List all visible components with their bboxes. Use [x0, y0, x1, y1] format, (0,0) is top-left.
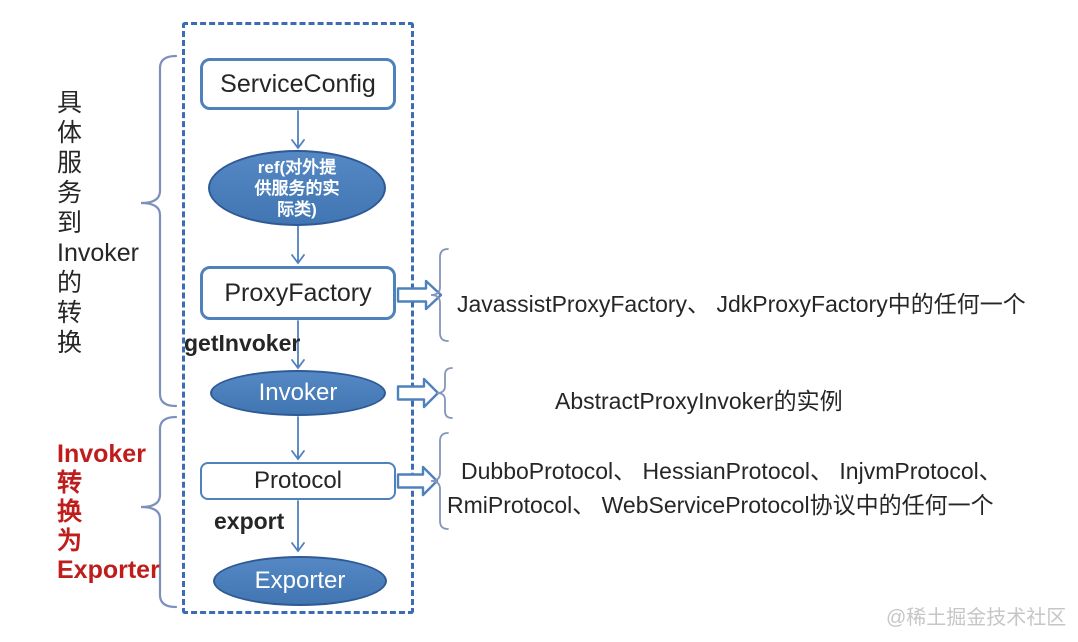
node-label-line: 际类): [277, 199, 317, 219]
node-serviceconfig: ServiceConfig: [200, 58, 396, 110]
section-label-invoker-to-exporter: Invoker 转 换 为 Exporter: [57, 440, 160, 585]
label-line: 具: [57, 89, 83, 117]
node-label-line: 供服务的实: [254, 178, 340, 198]
label-line: 换: [57, 498, 83, 526]
annotation-text: AbstractProxyInvoker的实例: [555, 388, 843, 414]
annotation-invoker: AbstractProxyInvoker的实例: [555, 382, 843, 416]
node-label: Invoker: [258, 379, 338, 406]
label-line: 转: [57, 299, 83, 327]
label-line: 为: [57, 527, 83, 555]
arrow-invoker-to-protocol: [291, 416, 305, 461]
node-exporter: Exporter: [213, 556, 387, 606]
flow-dashed-container: [182, 22, 414, 614]
annotation-protocol-line1: DubboProtocol、 HessianProtocol、 InjvmPro…: [461, 452, 1002, 486]
node-proxyfactory: ProxyFactory: [200, 266, 396, 320]
edge-label-text: export: [214, 508, 285, 534]
node-protocol: Protocol: [200, 462, 396, 500]
arrow-protocol-to-exporter: [291, 500, 305, 553]
brace-annotation-proxyfactory: [430, 248, 449, 342]
arrow-proxyfactory-to-invoker: [291, 320, 305, 370]
label-line: 体: [57, 119, 83, 147]
label-line: Invoker: [57, 440, 146, 468]
label-line: 到: [57, 209, 83, 237]
node-invoker: Invoker: [210, 370, 386, 416]
brace-annotation-invoker: [436, 367, 453, 419]
arrow-serviceconfig-to-ref: [291, 110, 305, 150]
watermark-text: @稀土掘金技术社区: [886, 607, 1067, 629]
annotation-text: RmiProtocol、 WebServiceProtocol协议中的任何一个: [447, 492, 994, 518]
label-line: Exporter: [57, 556, 160, 584]
block-arrow-protocol-icon: [396, 465, 439, 497]
label-line: Invoker: [57, 239, 139, 267]
section-label-service-to-invoker: 具 体 服 务 到 Invoker 的 转 换: [57, 88, 139, 358]
watermark: @稀土掘金技术社区: [886, 601, 1066, 630]
label-line: 的: [57, 269, 83, 297]
annotation-proxyfactory: JavassistProxyFactory、 JdkProxyFactory中的…: [457, 285, 1026, 319]
brace-invoker-to-exporter: [140, 415, 178, 609]
annotation-text: JavassistProxyFactory、 JdkProxyFactory中的…: [457, 291, 1026, 317]
label-line: 服: [57, 149, 83, 177]
block-arrow-invoker-icon: [396, 377, 440, 409]
annotation-protocol-line2: RmiProtocol、 WebServiceProtocol协议中的任何一个: [447, 486, 994, 520]
label-line: 转: [57, 469, 83, 497]
node-label-line: ref(对外提: [257, 157, 337, 177]
edge-label-text: getInvoker: [184, 330, 301, 356]
node-label: ProxyFactory: [224, 278, 372, 307]
node-label: Protocol: [253, 467, 343, 494]
block-arrow-proxyfactory-icon: [396, 279, 443, 311]
node-ref: ref(对外提 供服务的实 际类): [208, 150, 386, 226]
label-line: 换: [57, 329, 83, 357]
arrow-ref-to-proxyfactory: [291, 223, 305, 265]
label-line: 务: [57, 179, 83, 207]
node-label: ServiceConfig: [220, 69, 376, 98]
annotation-text: DubboProtocol、 HessianProtocol、 InjvmPro…: [461, 458, 1002, 484]
brace-service-to-invoker: [140, 54, 178, 408]
brace-annotation-protocol: [430, 432, 449, 530]
edge-label-export: export: [214, 508, 284, 535]
edge-label-getinvoker: getInvoker: [184, 330, 300, 357]
node-label: Exporter: [254, 567, 346, 594]
